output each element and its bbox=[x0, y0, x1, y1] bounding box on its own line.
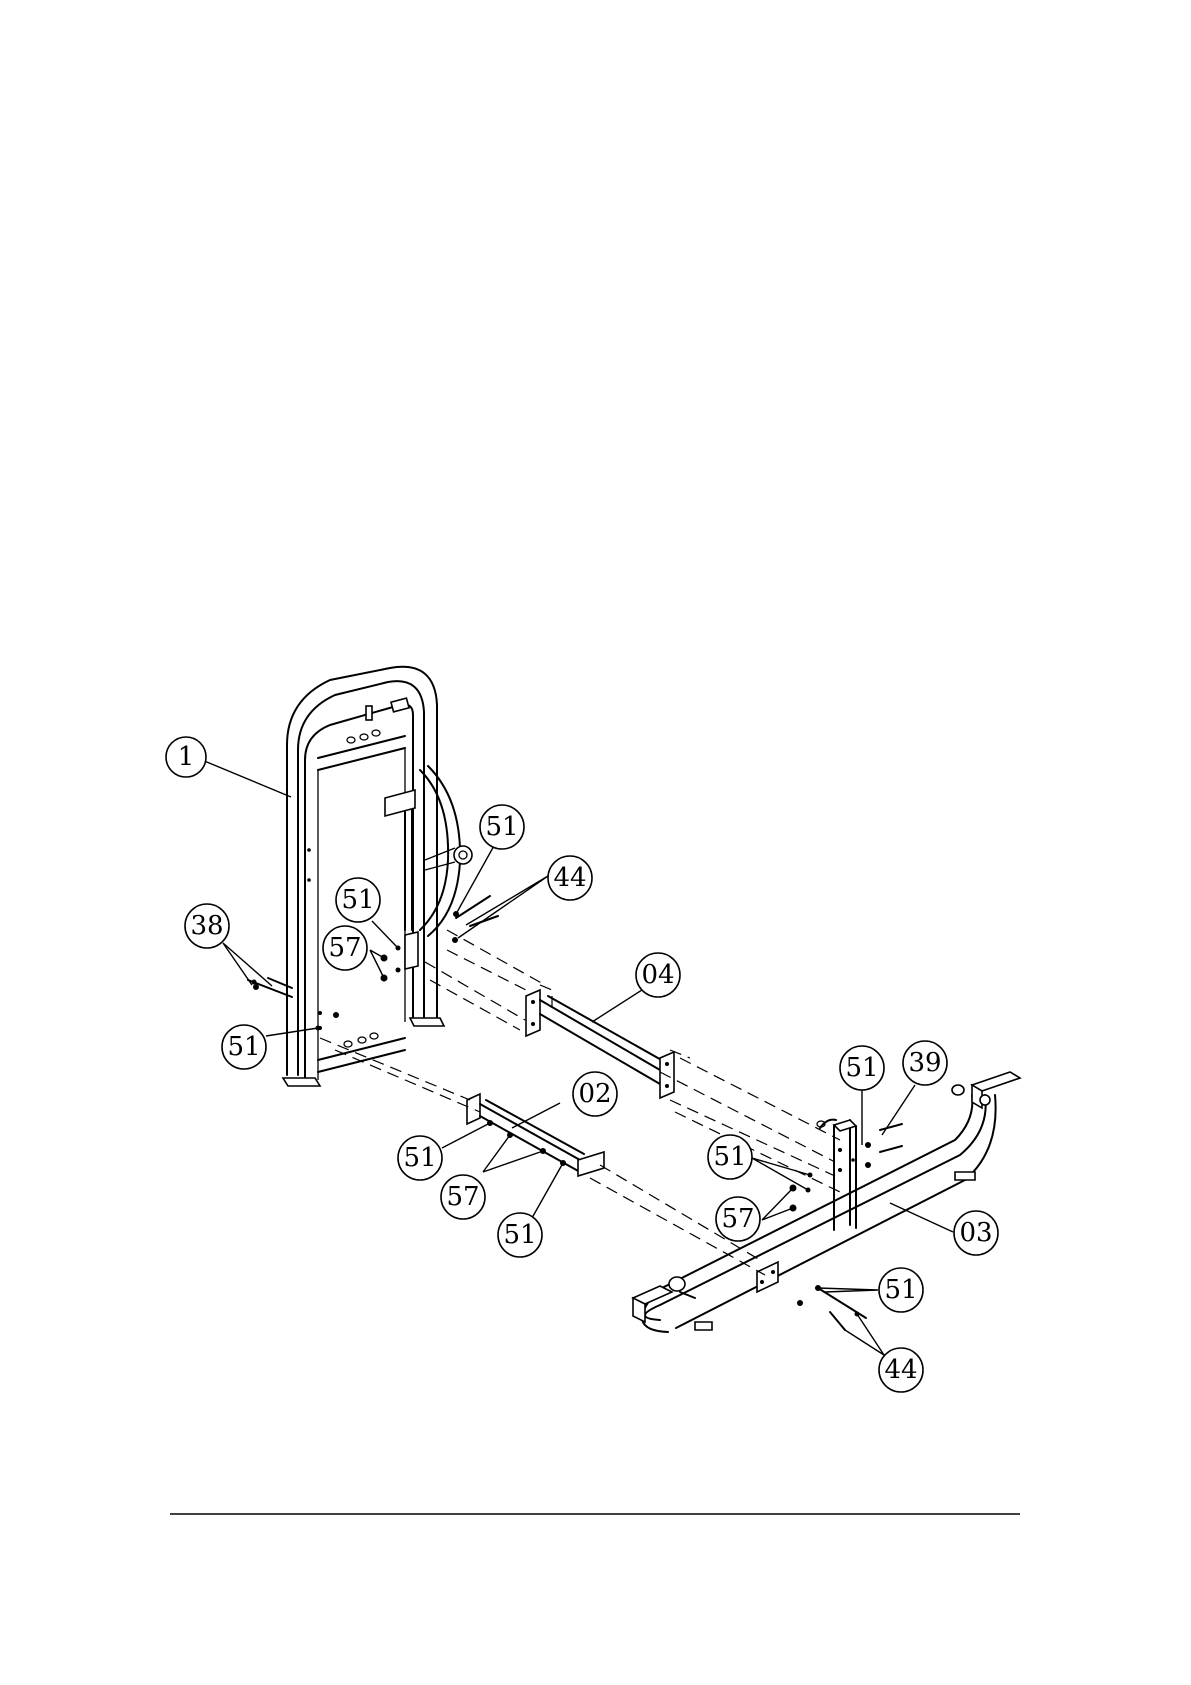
callout-51-crossmember-left: 51 bbox=[398, 1136, 442, 1180]
svg-text:57: 57 bbox=[721, 1204, 754, 1234]
svg-text:51: 51 bbox=[485, 812, 518, 842]
svg-text:44: 44 bbox=[553, 863, 586, 893]
svg-text:51: 51 bbox=[341, 885, 374, 915]
callout-57-post: 57 bbox=[716, 1197, 760, 1241]
callout-1: 1 bbox=[166, 737, 206, 777]
svg-text:51: 51 bbox=[503, 1220, 536, 1250]
svg-text:51: 51 bbox=[403, 1143, 436, 1173]
svg-text:39: 39 bbox=[908, 1048, 941, 1078]
svg-text:57: 57 bbox=[446, 1182, 479, 1212]
svg-text:51: 51 bbox=[884, 1275, 917, 1305]
callout-51-upright: 51 bbox=[336, 878, 380, 922]
svg-text:51: 51 bbox=[713, 1142, 746, 1172]
callout-57-upright: 57 bbox=[323, 926, 367, 970]
callout-04: 04 bbox=[636, 953, 680, 997]
callout-02: 02 bbox=[573, 1072, 617, 1116]
callout-57-crossmember: 57 bbox=[441, 1175, 485, 1219]
svg-text:57: 57 bbox=[328, 933, 361, 963]
part-1-upright-frame bbox=[283, 667, 472, 1086]
svg-text:44: 44 bbox=[884, 1355, 917, 1385]
svg-text:03: 03 bbox=[959, 1218, 992, 1248]
callout-51-post-top: 51 bbox=[840, 1046, 884, 1090]
callout-38: 38 bbox=[185, 904, 229, 948]
callout-39: 39 bbox=[903, 1041, 947, 1085]
callout-51-rail: 51 bbox=[879, 1268, 923, 1312]
svg-text:1: 1 bbox=[178, 742, 195, 772]
callout-51-left-lower: 51 bbox=[222, 1025, 266, 1069]
callout-03: 03 bbox=[954, 1211, 998, 1255]
callout-51-upper: 51 bbox=[480, 805, 524, 849]
svg-text:04: 04 bbox=[641, 960, 674, 990]
svg-text:02: 02 bbox=[578, 1079, 611, 1109]
svg-text:51: 51 bbox=[227, 1032, 260, 1062]
callout-51-post-side: 51 bbox=[708, 1135, 752, 1179]
leader-lines bbox=[202, 760, 953, 1355]
callout-44-rail: 44 bbox=[879, 1348, 923, 1392]
callout-44-upper: 44 bbox=[548, 856, 592, 900]
callout-51-crossmember-right: 51 bbox=[498, 1213, 542, 1257]
svg-text:51: 51 bbox=[845, 1053, 878, 1083]
svg-text:38: 38 bbox=[190, 911, 223, 941]
